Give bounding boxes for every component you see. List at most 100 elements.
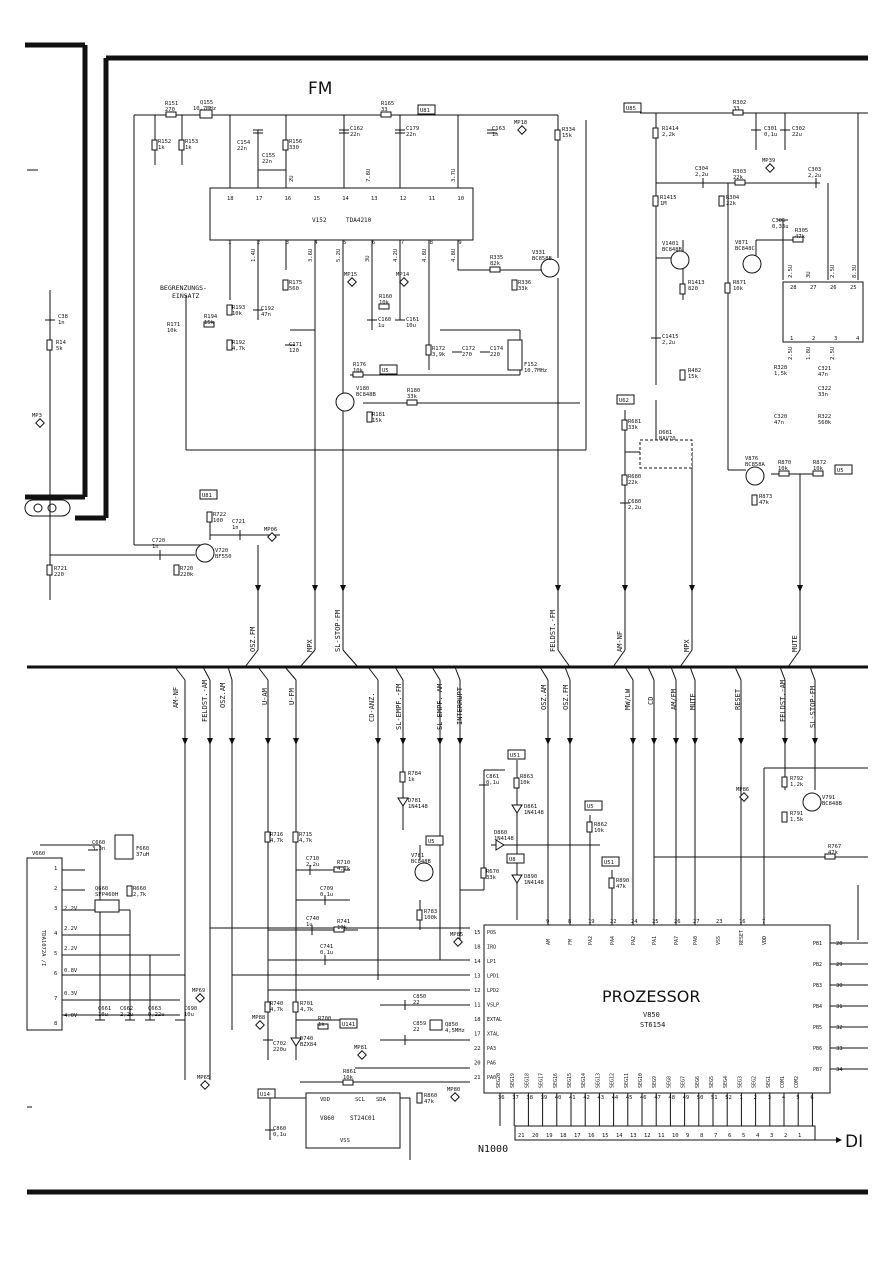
processor-ref: V850 [643, 1011, 660, 1019]
pin-voltages: 1.4U 3.6U 5.2U 3U 4.2U 4.8U 4.8U 7.8U 3.… [251, 169, 858, 360]
svg-text:R160: R160 [379, 294, 392, 300]
svg-text:C710: C710 [306, 856, 319, 862]
svg-text:AM/FM: AM/FM [670, 689, 678, 710]
svg-text:15k: 15k [372, 418, 383, 424]
processor-pin-number: 7 [762, 919, 765, 925]
fm-ic-pin-number: 13 [371, 196, 378, 202]
svg-text:BC848B: BC848B [662, 247, 683, 253]
svg-text:5k: 5k [56, 346, 63, 352]
right-ic-pin-number: 27 [810, 285, 817, 291]
right-ic-pin-number: 3 [834, 336, 837, 342]
processor-pin-name: PB5 [813, 1025, 822, 1031]
test-point-marker [347, 277, 357, 287]
svg-text:270: 270 [462, 352, 472, 358]
svg-text:R860: R860 [424, 1093, 437, 1099]
svg-text:33k: 33k [628, 425, 639, 431]
supply-label: U85 [626, 106, 636, 112]
svg-text:R791: R791 [790, 811, 803, 817]
svg-text:4.8U: 4.8U [422, 249, 428, 262]
processor-pin-name: VSS [716, 936, 722, 945]
supply-label: U14 [260, 1092, 271, 1098]
fm-ic-pin-number: 17 [256, 196, 263, 202]
fm-ic-pin-number: 6 [372, 240, 375, 246]
supply-label: U51 [604, 860, 614, 866]
svg-text:FELDST.-AM: FELDST.-AM [779, 680, 787, 722]
test-point-marker [399, 277, 409, 287]
test-point-label: MP65 [197, 1075, 210, 1081]
svg-text:R873: R873 [759, 494, 772, 500]
svg-text:1k: 1k [318, 1022, 325, 1028]
svg-text:3,9k: 3,9k [432, 352, 446, 358]
svg-text:R670: R670 [486, 869, 499, 875]
svg-text:1M: 1M [660, 201, 667, 207]
processor-pin-name: SEG19 [510, 1073, 516, 1088]
svg-text:7.8U: 7.8U [366, 169, 372, 182]
svg-text:4,7k: 4,7k [270, 838, 284, 844]
test-point-marker [255, 1020, 265, 1030]
right-ic-pin-number: 1 [790, 336, 793, 342]
svg-text:R722: R722 [213, 512, 226, 518]
svg-text:2,7k: 2,7k [133, 892, 147, 898]
svg-text:2,2u: 2,2u [808, 173, 821, 179]
svg-text:1u: 1u [306, 922, 313, 928]
svg-text:C162: C162 [350, 126, 363, 132]
svg-text:MPX: MPX [306, 639, 314, 652]
svg-text:C179: C179 [406, 126, 419, 132]
processor-pin-number: 30 [836, 983, 843, 989]
svg-text:SFP460H: SFP460H [95, 892, 118, 898]
svg-text:C192: C192 [261, 306, 274, 312]
bus-arrow [692, 738, 698, 745]
svg-text:10k: 10k [594, 828, 605, 834]
svg-text:V860: V860 [320, 1115, 335, 1122]
left-ic-v660: V660 TDA1072A /I 123456782.2V2.2V2.2V0.8… [26, 851, 78, 1031]
svg-text:47n: 47n [818, 372, 828, 378]
test-point-marker [453, 937, 463, 947]
processor-pin-number: 19 [588, 919, 595, 925]
svg-text:C155: C155 [262, 153, 275, 159]
svg-text:1k: 1k [185, 145, 192, 151]
svg-text:R740: R740 [270, 1001, 283, 1007]
svg-text:C303: C303 [808, 167, 821, 173]
processor-pin-name: SEG12 [610, 1073, 616, 1088]
test-point-label: MP69 [192, 988, 205, 994]
svg-text:C663: C663 [148, 1006, 161, 1012]
svg-text:33k: 33k [518, 286, 529, 292]
svg-text:4,7k: 4,7k [270, 1007, 284, 1013]
svg-text:1.4U: 1.4U [251, 249, 257, 262]
svg-text:4,7k: 4,7k [337, 866, 351, 872]
processor-pin-number: 34 [836, 1067, 843, 1073]
svg-text:4,7k: 4,7k [299, 838, 313, 844]
svg-text:C850: C850 [413, 994, 426, 1000]
svg-text:R721: R721 [54, 566, 67, 572]
svg-text:33k: 33k [486, 875, 497, 881]
processor-pin-name: PB3 [813, 983, 822, 989]
connector-pin-number: 1 [798, 1133, 801, 1139]
svg-text:C680: C680 [628, 499, 641, 505]
svg-text:R303: R303 [733, 169, 746, 175]
svg-text:C662: C662 [120, 1006, 133, 1012]
svg-text:BEGRENZUNGS-: BEGRENZUNGS- [160, 284, 207, 292]
svg-text:D890: D890 [524, 874, 537, 880]
supply-label: U5 [587, 804, 594, 810]
svg-text:15k: 15k [562, 133, 573, 139]
svg-text:2.5U: 2.5U [830, 347, 836, 360]
svg-text:560k: 560k [818, 420, 832, 426]
svg-text:OSZ.FM: OSZ.FM [562, 685, 570, 710]
svg-text:V660: V660 [32, 851, 45, 857]
svg-text:0,22u: 0,22u [148, 1012, 165, 1018]
processor-pin-name: PA1 [652, 936, 658, 945]
svg-text:0,33u: 0,33u [772, 224, 789, 230]
svg-text:22n: 22n [350, 132, 360, 138]
svg-text:1N4148: 1N4148 [408, 804, 428, 810]
svg-text:100: 100 [213, 518, 223, 524]
upper-bus-labels: OSZ.FM MPX SL-STOP-FM FELDST.-FM AM-NF M… [249, 610, 799, 652]
supply-box [199, 489, 218, 500]
processor-pin-number: 45 [626, 1095, 633, 1101]
svg-text:47n: 47n [261, 312, 271, 318]
fm-ic-pin-number: 9 [458, 240, 461, 246]
